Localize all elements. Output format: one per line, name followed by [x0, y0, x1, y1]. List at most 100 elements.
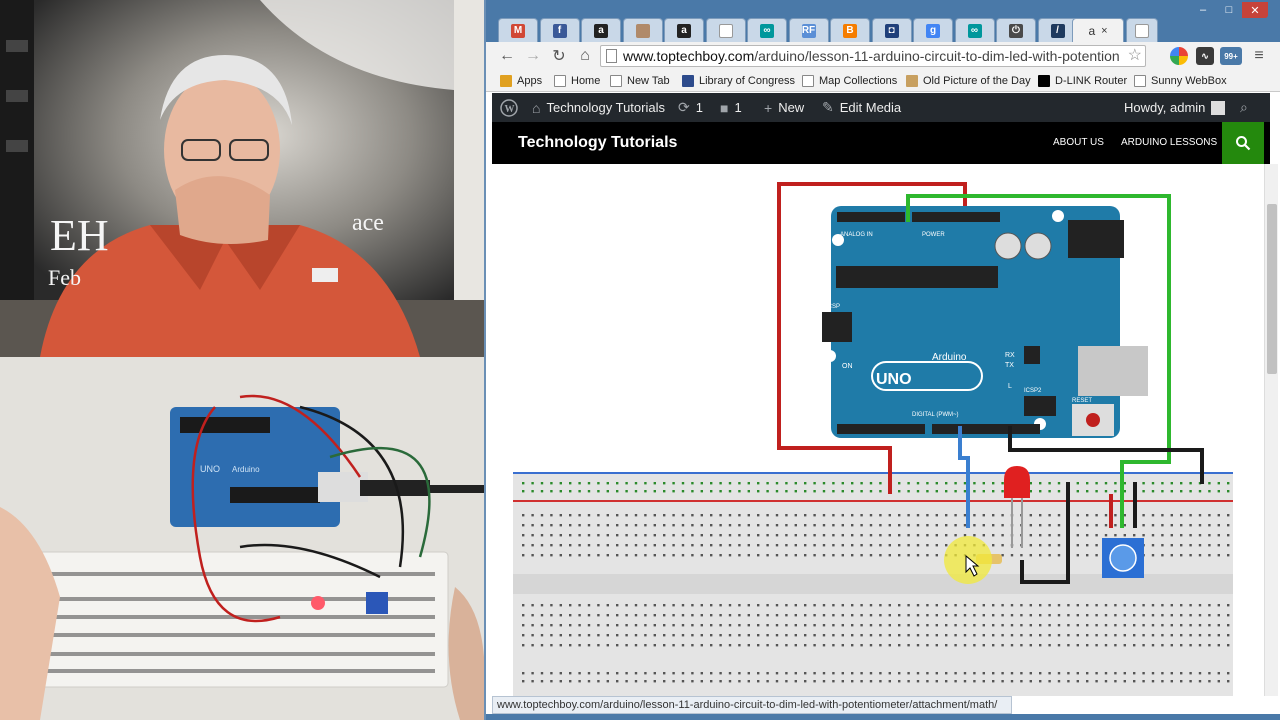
green-wire-a0 — [906, 194, 1171, 528]
forward-button[interactable]: → — [525, 47, 541, 64]
microcontroller-chip — [836, 266, 998, 288]
site-search-button[interactable] — [1222, 122, 1264, 164]
browser-tab[interactable] — [705, 18, 746, 42]
nav-about-us[interactable]: ABOUT US — [1053, 137, 1104, 148]
nav-arduino-lessons[interactable]: ARDUINO LESSONS — [1121, 137, 1218, 148]
browser-tab[interactable]: B — [830, 18, 870, 42]
library-icon — [682, 75, 694, 87]
back-button[interactable]: ← — [499, 47, 515, 64]
browser-tab[interactable]: / — [1037, 18, 1078, 42]
browser-tab[interactable]: a — [664, 18, 704, 42]
new-tab-button[interactable] — [1126, 18, 1158, 42]
page-icon — [802, 75, 814, 87]
blogger-icon: B — [843, 23, 857, 38]
amazon-icon: a — [677, 23, 691, 38]
wp-updates[interactable]: ⟳1 — [678, 93, 703, 122]
chat-icon: ◘ — [884, 23, 899, 38]
bookmark-item[interactable]: Old Picture of the Day — [906, 73, 1031, 89]
browser-tab[interactable]: RF — [788, 18, 829, 42]
comment-icon: ■ — [720, 99, 729, 116]
notification-badge[interactable]: 99+ — [1220, 47, 1242, 65]
home-icon: ⌂ — [532, 99, 541, 116]
board-model-label: UNO — [876, 371, 912, 388]
banner-text-2: Feb — [48, 265, 81, 290]
bookmark-item[interactable]: D-LINK Router — [1038, 73, 1127, 89]
arduino-icon: ∞ — [760, 23, 774, 38]
power-label: POWER — [922, 232, 945, 238]
bookmark-label: Library of Congress — [699, 75, 795, 87]
url-path: /arduino/lesson-11-arduino-circuit-to-di… — [754, 48, 1120, 64]
digital-header-high — [932, 424, 1040, 434]
pencil-icon: ✎ — [822, 99, 834, 115]
digital-label: DIGITAL (PWM~) — [912, 412, 959, 418]
black-wire-led — [1020, 482, 1070, 584]
browser-tab[interactable] — [622, 18, 663, 42]
browser-tab[interactable]: ∞ — [954, 18, 995, 42]
bookmark-label: New Tab — [627, 75, 670, 87]
wp-edit-media[interactable]: ✎Edit Media — [822, 93, 901, 122]
led — [1004, 466, 1030, 498]
browser-tab[interactable]: ∞ — [747, 18, 787, 42]
analog-header — [837, 212, 905, 222]
tab-close-icon[interactable]: × — [1101, 24, 1108, 37]
bookmark-item[interactable]: Apps — [500, 73, 542, 89]
page-icon — [1134, 75, 1146, 87]
facebook-icon: f — [552, 23, 567, 38]
browser-tab[interactable]: g — [913, 18, 953, 42]
power-header — [912, 212, 1000, 222]
usb-port — [1078, 346, 1148, 396]
site-title[interactable]: Technology Tutorials — [518, 134, 678, 151]
bookmark-item[interactable]: Library of Congress — [682, 73, 795, 89]
banner-text-1: EH — [50, 211, 109, 260]
presenter-webcam: EH Feb ace — [0, 0, 484, 357]
home-button[interactable]: ⌂ — [580, 47, 590, 64]
maximize-button[interactable]: □ — [1225, 4, 1233, 16]
wp-comments[interactable]: ■1 — [720, 93, 742, 122]
menu-icon[interactable]: ≡ — [1254, 47, 1264, 64]
site-header: Technology Tutorials ABOUT US ARDUINO LE… — [492, 122, 1270, 164]
wp-search-icon[interactable]: ⌕ — [1240, 99, 1248, 115]
scroll-thumb[interactable] — [1267, 204, 1277, 374]
browser-tab[interactable]: M — [498, 18, 538, 42]
wp-new[interactable]: +New — [764, 93, 804, 122]
google-plus-icon: g — [926, 23, 940, 38]
chrome-extension-icon[interactable] — [1170, 47, 1188, 65]
browser-tab[interactable]: ⏻ — [996, 18, 1036, 42]
page-icon — [610, 75, 622, 87]
bookmark-item[interactable]: Sunny WebBox — [1134, 73, 1227, 89]
page-icon — [606, 49, 617, 63]
wp-site-link[interactable]: ⌂Technology Tutorials — [532, 93, 665, 122]
bookmark-item[interactable]: New Tab — [610, 73, 670, 89]
address-bar[interactable]: www.toptechboy.com/arduino/lesson-11-ard… — [600, 45, 1146, 67]
bookmark-item[interactable]: Home — [554, 73, 600, 89]
presenter-hand — [175, 176, 270, 244]
browser-tab[interactable]: ◘ — [871, 18, 912, 42]
chart-extension-icon[interactable]: ∿ — [1196, 47, 1214, 65]
wp-account[interactable]: Howdy, admin — [1124, 93, 1226, 122]
blue-wire-pin9 — [958, 426, 970, 528]
bookmark-label: Home — [571, 75, 601, 87]
howdy-label: Howdy, admin — [1124, 100, 1206, 115]
reload-button[interactable]: ↻ — [552, 48, 566, 65]
wp-new-label: New — [778, 100, 805, 115]
tab-active[interactable]: a × — [1072, 18, 1124, 42]
apps-grid-icon — [500, 75, 512, 87]
bookmark-label: D-LINK Router — [1055, 75, 1128, 87]
presenter-hair — [160, 55, 292, 125]
physical-circuit: UNO Arduino — [0, 357, 484, 720]
close-window-button[interactable]: ✕ — [1242, 2, 1268, 18]
icsp-label: ICSP — [826, 304, 840, 310]
analog-label: ANALOG IN — [840, 232, 873, 238]
status-bar: www.toptechboy.com/arduino/lesson-11-ard… — [492, 696, 1012, 714]
browser-tab[interactable]: f — [539, 18, 580, 42]
bookmark-label: Sunny WebBox — [1151, 75, 1227, 87]
browser-tab[interactable]: a — [581, 18, 621, 42]
bookmark-label: Apps — [517, 75, 543, 87]
minimize-button[interactable]: – — [1199, 4, 1207, 16]
wordpress-icon[interactable]: W — [500, 93, 518, 122]
page-scrollbar[interactable] — [1264, 164, 1278, 696]
bookmark-star-icon[interactable]: ☆ — [1127, 47, 1142, 64]
red-wire-5v — [777, 182, 967, 494]
bookmark-item[interactable]: Map Collections — [802, 73, 897, 89]
